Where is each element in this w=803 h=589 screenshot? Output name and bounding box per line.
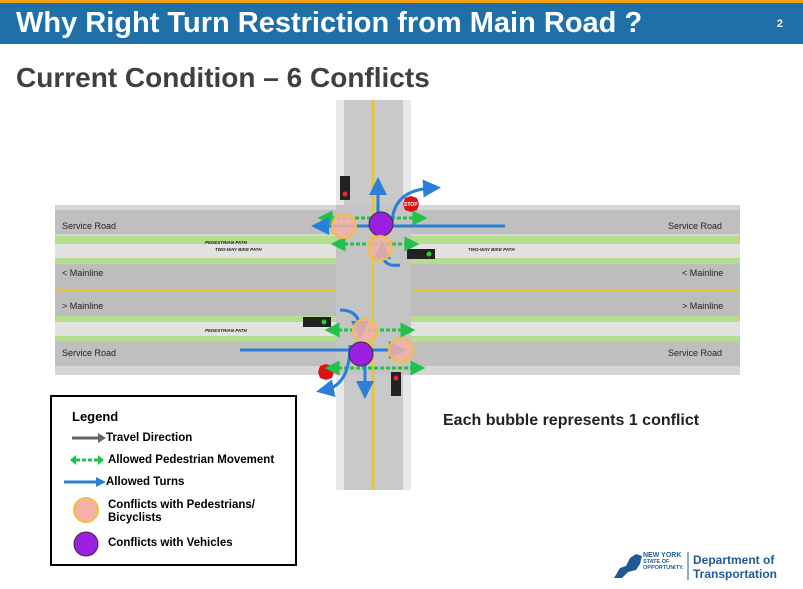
vehicle-conflict-icon — [73, 531, 99, 557]
legend-label: Allowed Pedestrian Movement — [108, 454, 275, 466]
legend-label: Allowed Turns — [106, 476, 185, 488]
traffic-signal-icon — [340, 176, 350, 200]
label-ped-path-bottom: PEDESTRIAN PATH — [205, 328, 248, 333]
pedestrian-conflict-bubble — [331, 213, 357, 239]
legend-box: Legend Travel Direction Allowed Pedestri… — [50, 395, 297, 566]
legend-item-ped-movement: Allowed Pedestrian Movement — [52, 449, 297, 479]
slide-title: Why Right Turn Restriction from Main Roa… — [16, 7, 643, 39]
legend-item-vehicle-conflict: Conflicts with Vehicles — [52, 529, 297, 559]
signal-light-icon — [342, 191, 348, 197]
label-bike-path-top-left: TWO-WAY BIKE PATH — [215, 247, 262, 252]
label-service-road-left-top: Service Road — [62, 221, 116, 231]
legend-item-ped-conflict: Conflicts with Pedestrians/ Bicyclists — [52, 493, 297, 529]
allowed-turns-arrow-icon — [64, 477, 106, 487]
dept-line1: Department of — [693, 553, 775, 567]
slide-subtitle: Current Condition – 6 Conflicts — [16, 62, 430, 93]
traffic-signal-icon — [303, 317, 331, 327]
state-line1: NEW YORK — [643, 552, 682, 559]
label-mainline-left-bottom: > Mainline — [62, 301, 103, 311]
signal-light-icon — [426, 251, 432, 257]
label-mainline-right-bottom: > Mainline — [682, 301, 723, 311]
legend-title: Legend — [72, 409, 119, 424]
stop-sign-text: STOP — [404, 202, 418, 208]
page-number: 2 — [776, 18, 783, 30]
pedestrian-conflict-bubble — [367, 235, 393, 261]
state-line3: OPPORTUNITY. — [643, 565, 684, 571]
legend-item-allowed-turns: Allowed Turns — [52, 471, 297, 501]
label-service-road-right-bottom: Service Road — [668, 348, 722, 358]
label-service-road-right-top: Service Road — [668, 221, 722, 231]
conflict-note: Each bubble represents 1 conflict — [443, 412, 700, 429]
dept-line2: Transportation — [693, 567, 778, 581]
label-ped-path-top: PEDESTRIAN PATH — [205, 240, 248, 245]
travel-direction-arrow-icon — [72, 433, 106, 443]
title-bar: Why Right Turn Restriction from Main Roa… — [0, 0, 803, 44]
traffic-signal-icon — [391, 372, 401, 396]
nys-map-icon — [614, 552, 689, 580]
vehicle-conflict-bubble — [368, 211, 394, 237]
vehicle-conflict-bubble — [348, 341, 374, 367]
signal-light-icon — [321, 319, 327, 325]
legend-label-line1: Conflicts with Pedestrians/ — [108, 499, 255, 511]
pedestrian-conflict-bubble — [388, 337, 414, 363]
state-line2: STATE OF — [643, 559, 670, 565]
stop-sign-icon — [403, 196, 419, 212]
dept-brand: Department of Transportation — [693, 553, 777, 581]
pedestrian-conflict-icon — [73, 497, 99, 523]
legend-label-line2: Bicyclists — [108, 512, 162, 524]
legend-label: Conflicts with Vehicles — [108, 537, 233, 549]
signal-light-icon — [393, 375, 399, 381]
traffic-signal-icon — [407, 249, 435, 259]
legend-item-travel-direction: Travel Direction — [52, 427, 297, 457]
label-service-road-left-bottom: Service Road — [62, 348, 116, 358]
legend-label: Travel Direction — [106, 432, 193, 444]
legend-label: Conflicts with Pedestrians/ Bicyclists — [108, 499, 255, 525]
stop-sign-icon — [318, 364, 334, 380]
label-bike-path-top-right: TWO-WAY BIKE PATH — [468, 247, 515, 252]
state-brand: NEW YORK STATE OF OPPORTUNITY. — [643, 552, 684, 571]
intersection-diagram: Service Road Service Road < Mainline < M… — [55, 100, 740, 490]
ped-movement-arrow-icon — [70, 455, 104, 465]
pedestrian-conflict-bubble — [352, 318, 378, 344]
allowed-turn-arrow — [390, 179, 441, 226]
label-mainline-left-top: < Mainline — [62, 268, 103, 278]
label-mainline-right-top: < Mainline — [682, 268, 723, 278]
